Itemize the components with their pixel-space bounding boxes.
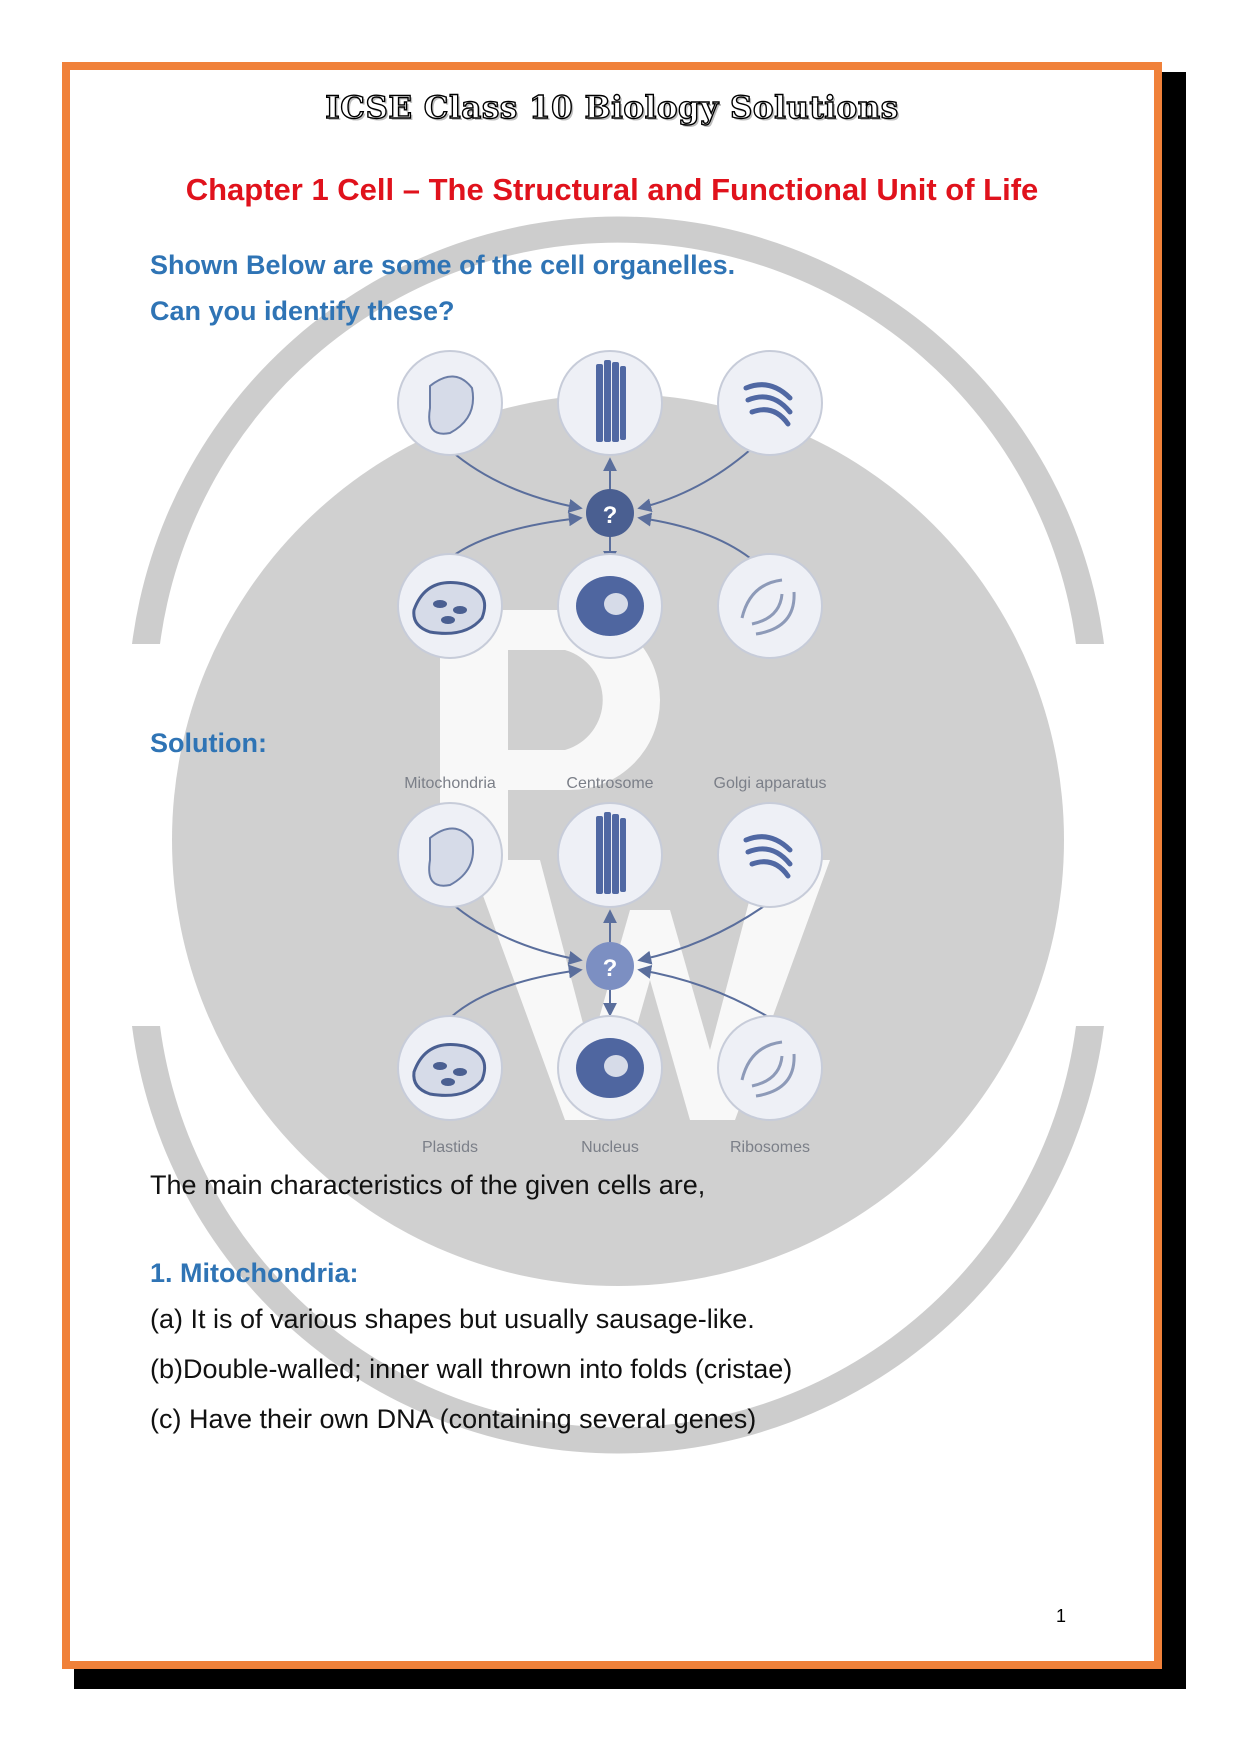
label-mitochondria: Mitochondria xyxy=(404,775,496,792)
arrow-right-bottom xyxy=(637,512,751,559)
label-centrosome: Centrosome xyxy=(566,775,653,792)
plastid-icon xyxy=(412,581,487,635)
solution-arrow-right-bottom xyxy=(637,964,771,1019)
document-title: ICSE Class 10 Biology Solutions xyxy=(325,89,899,126)
solution-diagram: Mitochondria Centrosome Golgi apparatus xyxy=(397,775,827,1156)
ribosomes-icon xyxy=(740,578,796,636)
solution-organelle-ribosomes xyxy=(717,1015,823,1121)
solution-arrow-left-bottom xyxy=(449,964,583,1019)
centrosome-icon xyxy=(596,360,626,442)
organelle-top-center xyxy=(557,350,663,456)
solution-heading: Solution: xyxy=(150,728,267,758)
point-b: (b)Double-walled; inner wall thrown into… xyxy=(150,1354,793,1384)
organelle-bottom-right xyxy=(717,553,823,659)
golgi-apparatus-icon xyxy=(743,834,793,879)
centrosome-icon xyxy=(596,812,626,894)
solution-arrow-left-top xyxy=(449,901,583,965)
point-a: (a) It is of various shapes but usually … xyxy=(150,1304,755,1334)
organelle-top-right xyxy=(717,350,823,456)
solution-organelle-golgi xyxy=(717,802,823,908)
solution-arrow-right-top xyxy=(637,901,771,965)
section-heading-mitochondria: 1. Mitochondria: xyxy=(150,1258,359,1288)
question-mark: ? xyxy=(603,502,618,529)
label-plastids: Plastids xyxy=(422,1139,478,1156)
solution-organelle-centrosome xyxy=(557,802,663,908)
ribosomes-icon xyxy=(740,1040,796,1098)
organelle-top-left xyxy=(397,350,503,456)
question-line-1: Shown Below are some of the cell organel… xyxy=(150,250,736,280)
question-line-2: Can you identify these? xyxy=(150,296,455,326)
plastid-icon xyxy=(412,1043,487,1097)
solution-organelle-nucleus xyxy=(557,1015,663,1121)
organelle-bottom-left xyxy=(397,553,503,659)
document-page: ICSE Class 10 Biology Solutions Chapter … xyxy=(62,62,1162,1669)
intro-text: The main characteristics of the given ce… xyxy=(150,1170,706,1200)
golgi-apparatus-icon xyxy=(743,382,793,427)
solution-organelle-mitochondria xyxy=(397,802,503,908)
arrow-left-bottom xyxy=(449,512,583,559)
mitochondria-icon xyxy=(428,827,474,887)
page-number: 1 xyxy=(1055,1606,1066,1626)
nucleus-icon xyxy=(576,1038,644,1098)
question-mark: ? xyxy=(603,955,618,982)
arrow-right-top xyxy=(637,449,751,513)
label-golgi-apparatus: Golgi apparatus xyxy=(714,775,827,792)
label-ribosomes: Ribosomes xyxy=(730,1139,810,1156)
organelle-bottom-center xyxy=(557,553,663,659)
point-c: (c) Have their own DNA (containing sever… xyxy=(150,1404,757,1434)
nucleus-icon xyxy=(576,576,644,636)
mitochondria-icon xyxy=(428,375,474,435)
solution-center-node: ? xyxy=(586,942,634,990)
question-diagram: ? xyxy=(397,350,823,659)
arrow-left-top xyxy=(449,449,583,513)
solution-organelle-plastids xyxy=(397,1015,503,1121)
question-center-node: ? xyxy=(586,489,634,537)
label-nucleus: Nucleus xyxy=(581,1139,639,1156)
chapter-title: Chapter 1 Cell – The Structural and Func… xyxy=(185,172,1039,207)
